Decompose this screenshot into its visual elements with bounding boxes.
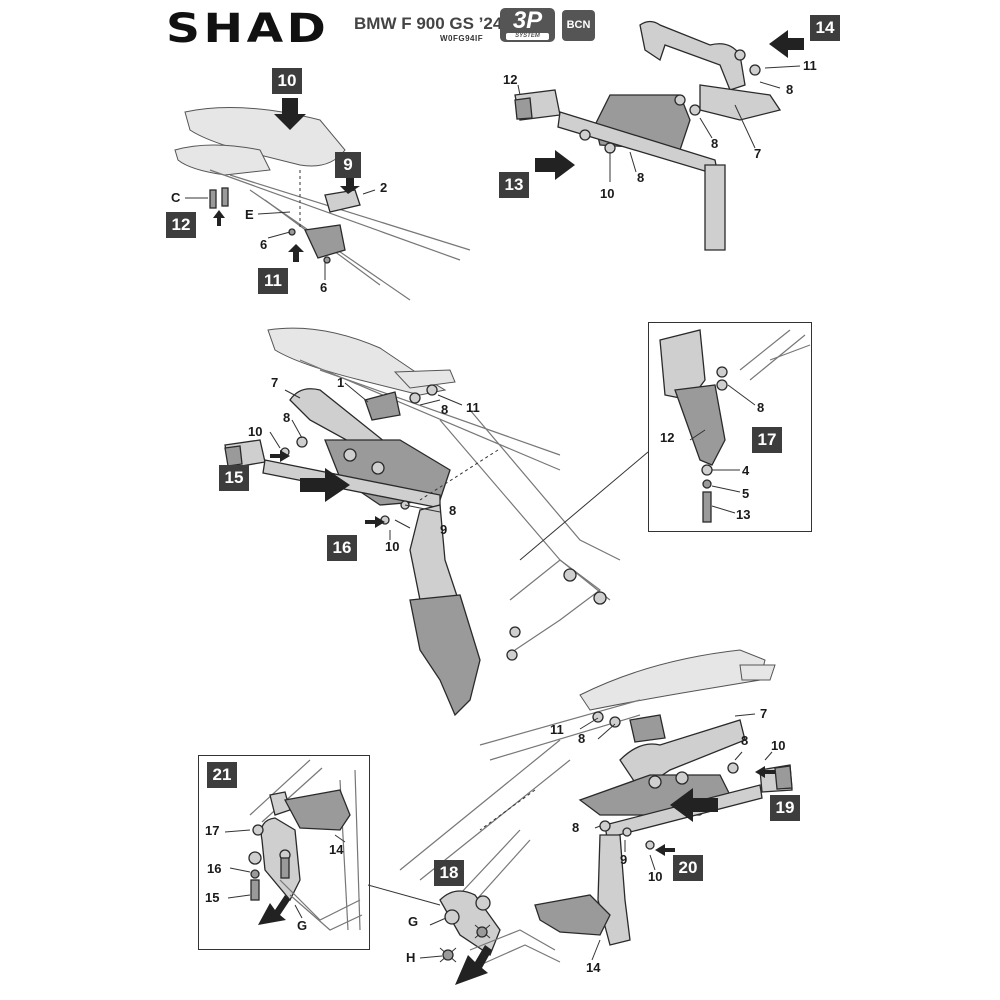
label-part-7: 7 [754,146,762,161]
label-part-16: 16 [207,861,222,876]
label-part-8a: 8 [441,402,449,417]
label-part-8a: 8 [578,731,586,746]
step-16-badge: 16 [327,535,357,561]
panel-3-drawing [224,327,649,717]
label-part-10b: 10 [385,539,400,554]
label-part-1: 1 [337,375,345,390]
panel-6-drawing [224,759,441,931]
label-part-7: 7 [271,375,279,390]
step-12-badge: 12 [166,212,196,238]
step-20-badge: 20 [673,855,703,881]
label-part-11: 11 [803,58,817,73]
label-part-8b: 8 [283,410,291,425]
label-part-8c: 8 [637,170,645,185]
label-part-10b: 10 [648,869,663,884]
step-10-badge: 10 [272,68,302,94]
label-part-17: 17 [205,823,220,838]
panel-5-drawing [399,649,793,961]
step-19-badge: 19 [770,795,800,821]
model-title: BMW F 900 GS ’24 [354,14,503,33]
label-part-10a: 10 [771,738,786,753]
label-part-6a: 6 [260,237,268,252]
label-part-15: 15 [205,890,220,905]
label-part-e: E [245,207,254,222]
label-part-6b: 6 [320,280,328,295]
system-badge-sub: SYSTEM [506,33,549,40]
label-part-g: G [408,914,419,929]
label-part-10: 10 [600,186,615,201]
location-badge: BCN [562,10,595,41]
label-part-11: 11 [550,722,564,737]
step-9-badge: 9 [335,152,361,178]
label-part-2: 2 [380,180,388,195]
system-badge: 3P SYSTEM [500,8,555,42]
step-17-badge: 17 [752,427,782,453]
label-part-14: 14 [586,960,601,975]
label-part-12: 12 [660,430,675,445]
label-part-c: C [171,190,181,205]
system-badge-text: 3P [512,7,543,34]
label-part-9: 9 [620,852,628,867]
panel-4-drawing [659,329,811,523]
label-part-9: 9 [440,522,448,537]
panel-2-drawing [514,20,804,251]
step-15-badge: 15 [219,465,249,491]
label-part-8a: 8 [786,82,794,97]
label-part-11: 11 [466,400,480,415]
label-part-g: G [297,918,308,933]
label-part-8c: 8 [572,820,580,835]
step-21-badge: 21 [207,762,237,788]
step-11-badge: 11 [258,268,288,294]
label-part-h: H [406,950,416,965]
panel-7-drawing [419,829,561,985]
label-part-8c: 8 [449,503,457,518]
label-part-8: 8 [757,400,765,415]
step-18-badge: 18 [434,860,464,886]
label-part-8b: 8 [711,136,719,151]
label-part-14: 14 [329,842,344,857]
label-part-8b: 8 [741,733,749,748]
panel-1-drawing [174,98,471,301]
step-14-badge: 14 [810,15,840,41]
step-13-badge: 13 [499,172,529,198]
label-part-12: 12 [503,72,518,87]
label-part-10a: 10 [248,424,263,439]
label-part-4: 4 [742,463,750,478]
label-part-13: 13 [736,507,751,522]
brand-logo: SHAD [166,6,330,52]
label-part-7: 7 [760,706,768,721]
label-part-5: 5 [742,486,750,501]
product-code: W0FG94IF [440,34,484,43]
